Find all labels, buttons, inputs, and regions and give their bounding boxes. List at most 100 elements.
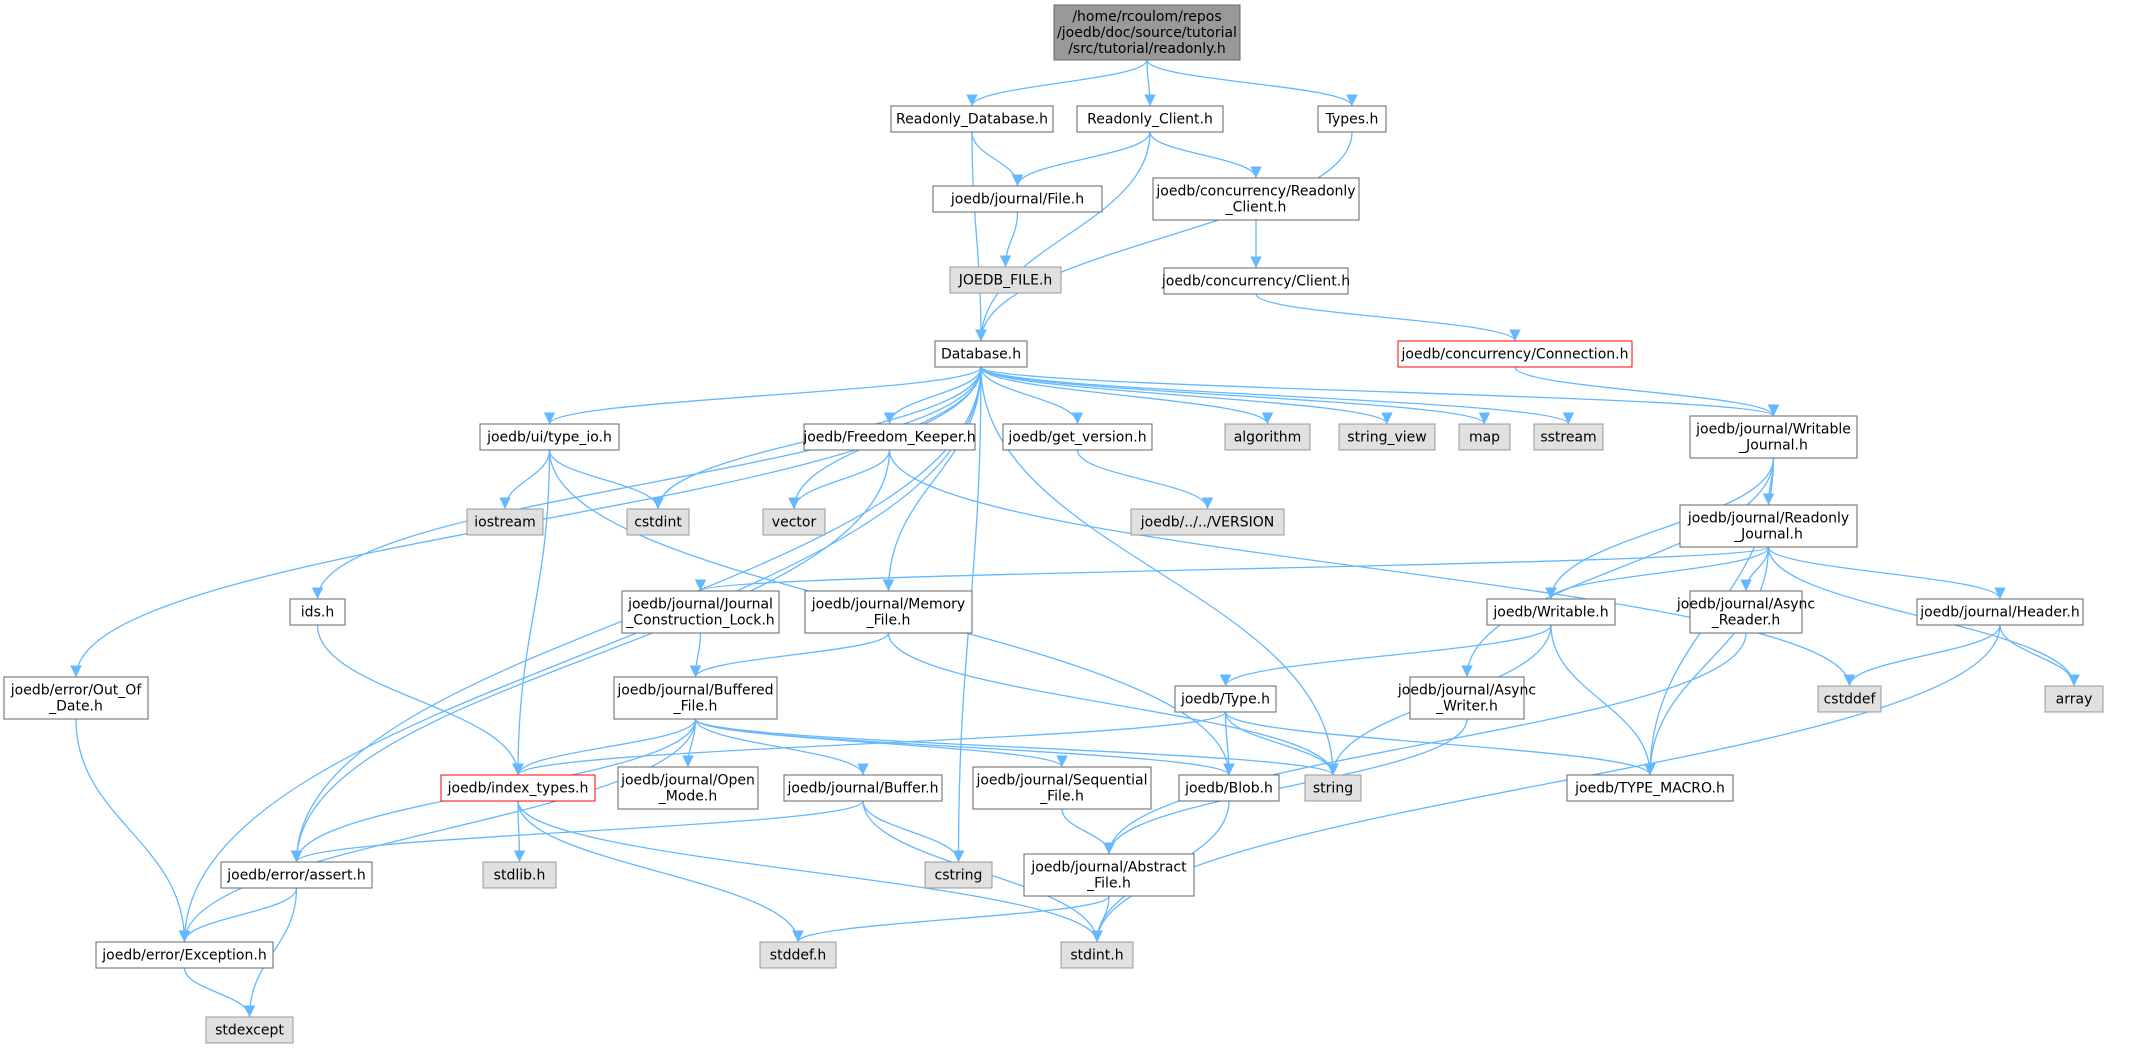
node-box xyxy=(949,266,1062,294)
node-joedb-file[interactable]: JOEDB_FILE.h xyxy=(949,266,1062,294)
node-readonly-database[interactable]: Readonly_Database.h xyxy=(890,105,1054,133)
edge-type_io-to-index_types xyxy=(512,449,551,776)
node-algorithm[interactable]: algorithm xyxy=(1224,423,1311,451)
edge-line xyxy=(499,449,551,510)
node-readonly-journal[interactable]: joedb/journal/Readonly_Journal.h xyxy=(1679,504,1858,548)
node-ids[interactable]: ids.h xyxy=(289,598,346,626)
edge-index_types-to-stddef xyxy=(517,800,804,943)
edge-database-to-writable_journal xyxy=(980,366,1779,417)
node-root[interactable]: /home/rcoulom/repos/joedb/doc/source/tut… xyxy=(1053,4,1241,61)
node-header[interactable]: joedb/journal/Header.h xyxy=(1916,598,2084,626)
edge-exception-to-stdexcept xyxy=(183,967,256,1018)
edge-line xyxy=(883,366,982,425)
node-type[interactable]: joedb/Type.h xyxy=(1174,685,1277,713)
edge-line xyxy=(543,366,982,425)
node-stdint[interactable]: stdint.h xyxy=(1060,941,1134,969)
edge-readonly_client-to-database xyxy=(975,131,1151,342)
node-type-io[interactable]: joedb/ui/type_io.h xyxy=(479,423,620,451)
edge-readonly_journal-to-header xyxy=(1767,546,2006,600)
node-type-macro[interactable]: joedb/TYPE_MACRO.h xyxy=(1566,774,1734,802)
node-box xyxy=(3,676,149,720)
node-readonly-client[interactable]: Readonly_Client.h xyxy=(1076,105,1224,133)
edge-readonly_journal-to-construction_lock xyxy=(695,546,1770,592)
edge-out_of_date-to-exception xyxy=(75,718,191,943)
node-cstddef[interactable]: cstddef xyxy=(1817,685,1882,713)
node-version[interactable]: joedb/../../VERSION xyxy=(1130,508,1285,536)
edge-writable_journal-to-writable xyxy=(1545,457,1775,600)
edge-readonly_client-to-journal_file xyxy=(1011,131,1151,187)
node-index-types[interactable]: joedb/index_types.h xyxy=(440,774,596,802)
node-map[interactable]: map xyxy=(1458,423,1511,451)
node-box xyxy=(1397,340,1633,368)
node-exception[interactable]: joedb/error/Exception.h xyxy=(95,941,274,969)
node-box xyxy=(890,105,1054,133)
edge-line xyxy=(513,800,526,863)
node-buffer[interactable]: joedb/journal/Buffer.h xyxy=(783,774,943,802)
edge-line xyxy=(999,211,1019,268)
edge-line xyxy=(1149,131,1262,179)
node-string[interactable]: string xyxy=(1304,774,1362,802)
edge-buffered_file-to-buffer xyxy=(694,718,869,776)
node-box xyxy=(1533,423,1604,451)
edge-line xyxy=(887,632,1339,776)
node-iostream[interactable]: iostream xyxy=(466,508,544,536)
node-label: joedb/concurrency/Client.h xyxy=(1161,274,1350,290)
node-memory-file[interactable]: joedb/journal/Memory_File.h xyxy=(804,590,973,634)
node-freedom-keeper[interactable]: joedb/Freedom_Keeper.h xyxy=(802,423,976,451)
edge-types-to-database xyxy=(975,131,1353,342)
node-buffered-file[interactable]: joedb/journal/Buffered_File.h xyxy=(613,676,778,720)
node-label: /home/rcoulom/repos xyxy=(1072,9,1221,25)
node-abstract-file[interactable]: joedb/journal/Abstract_File.h xyxy=(1023,853,1195,897)
node-box xyxy=(762,508,826,536)
node-sequential-file[interactable]: joedb/journal/Sequential_File.h xyxy=(972,766,1152,810)
node-label: array xyxy=(2056,692,2093,708)
node-async-reader[interactable]: joedb/journal/Async_Reader.h xyxy=(1676,590,1815,634)
edge-conc_connection-to-writable_journal xyxy=(1514,366,1780,417)
node-writable[interactable]: joedb/Writable.h xyxy=(1486,598,1616,626)
node-cstdint[interactable]: cstdint xyxy=(626,508,690,536)
node-writable-journal[interactable]: joedb/journal/Writable_Journal.h xyxy=(1689,415,1858,459)
node-blob[interactable]: joedb/Blob.h xyxy=(1178,774,1280,802)
node-vector[interactable]: vector xyxy=(762,508,826,536)
edge-readonly_journal-to-writable xyxy=(1545,546,1770,600)
edge-line xyxy=(888,449,1856,687)
node-box xyxy=(2044,685,2104,713)
node-conc-client[interactable]: joedb/concurrency/Client.h xyxy=(1161,267,1350,295)
node-sstream[interactable]: sstream xyxy=(1533,423,1604,451)
node-conc-connection[interactable]: joedb/concurrency/Connection.h xyxy=(1397,340,1633,368)
edge-readonly_database-to-database xyxy=(971,131,987,342)
node-stdexcept[interactable]: stdexcept xyxy=(205,1016,294,1044)
edge-line xyxy=(694,718,1339,776)
edge-line xyxy=(980,366,1084,425)
node-stdlib[interactable]: stdlib.h xyxy=(482,861,557,889)
node-error-assert[interactable]: joedb/error/assert.h xyxy=(220,861,373,889)
node-open-mode[interactable]: joedb/journal/Open_Mode.h xyxy=(617,766,759,810)
node-label: cstddef xyxy=(1824,692,1877,708)
edge-sequential_file-to-abstract_file xyxy=(1061,808,1115,855)
node-array[interactable]: array xyxy=(2044,685,2104,713)
node-label: string_view xyxy=(1347,430,1426,446)
node-types[interactable]: Types.h xyxy=(1317,105,1387,133)
edge-root-to-readonly_database xyxy=(966,59,1148,107)
node-label: ids.h xyxy=(301,605,334,621)
node-label: JOEDB_FILE.h xyxy=(958,273,1053,289)
edge-line xyxy=(966,59,1148,107)
node-label: Database.h xyxy=(941,347,1021,363)
node-box xyxy=(1679,504,1858,548)
node-label: joedb/index_types.h xyxy=(447,781,589,797)
node-string-view[interactable]: string_view xyxy=(1338,423,1436,451)
node-label: joedb/Writable.h xyxy=(1492,605,1608,621)
node-construction-lock[interactable]: joedb/journal/Journal_Construction_Lock.… xyxy=(621,590,780,634)
node-async-writer[interactable]: joedb/journal/Async_Writer.h xyxy=(1397,676,1536,720)
edge-line xyxy=(517,800,804,943)
node-journal-file[interactable]: joedb/journal/File.h xyxy=(932,185,1103,213)
edge-line xyxy=(792,895,1110,943)
node-database[interactable]: Database.h xyxy=(934,340,1028,368)
edge-line xyxy=(290,449,891,863)
node-out-of-date[interactable]: joedb/error/Out_Of_Date.h xyxy=(3,676,149,720)
node-conc-readonly-client[interactable]: joedb/concurrency/Readonly_Client.h xyxy=(1152,177,1360,221)
node-stddef[interactable]: stddef.h xyxy=(759,941,837,969)
edge-root-to-readonly_client xyxy=(1144,59,1156,107)
node-get-version[interactable]: joedb/get_version.h xyxy=(1002,423,1153,451)
node-cstring[interactable]: cstring xyxy=(924,861,993,889)
